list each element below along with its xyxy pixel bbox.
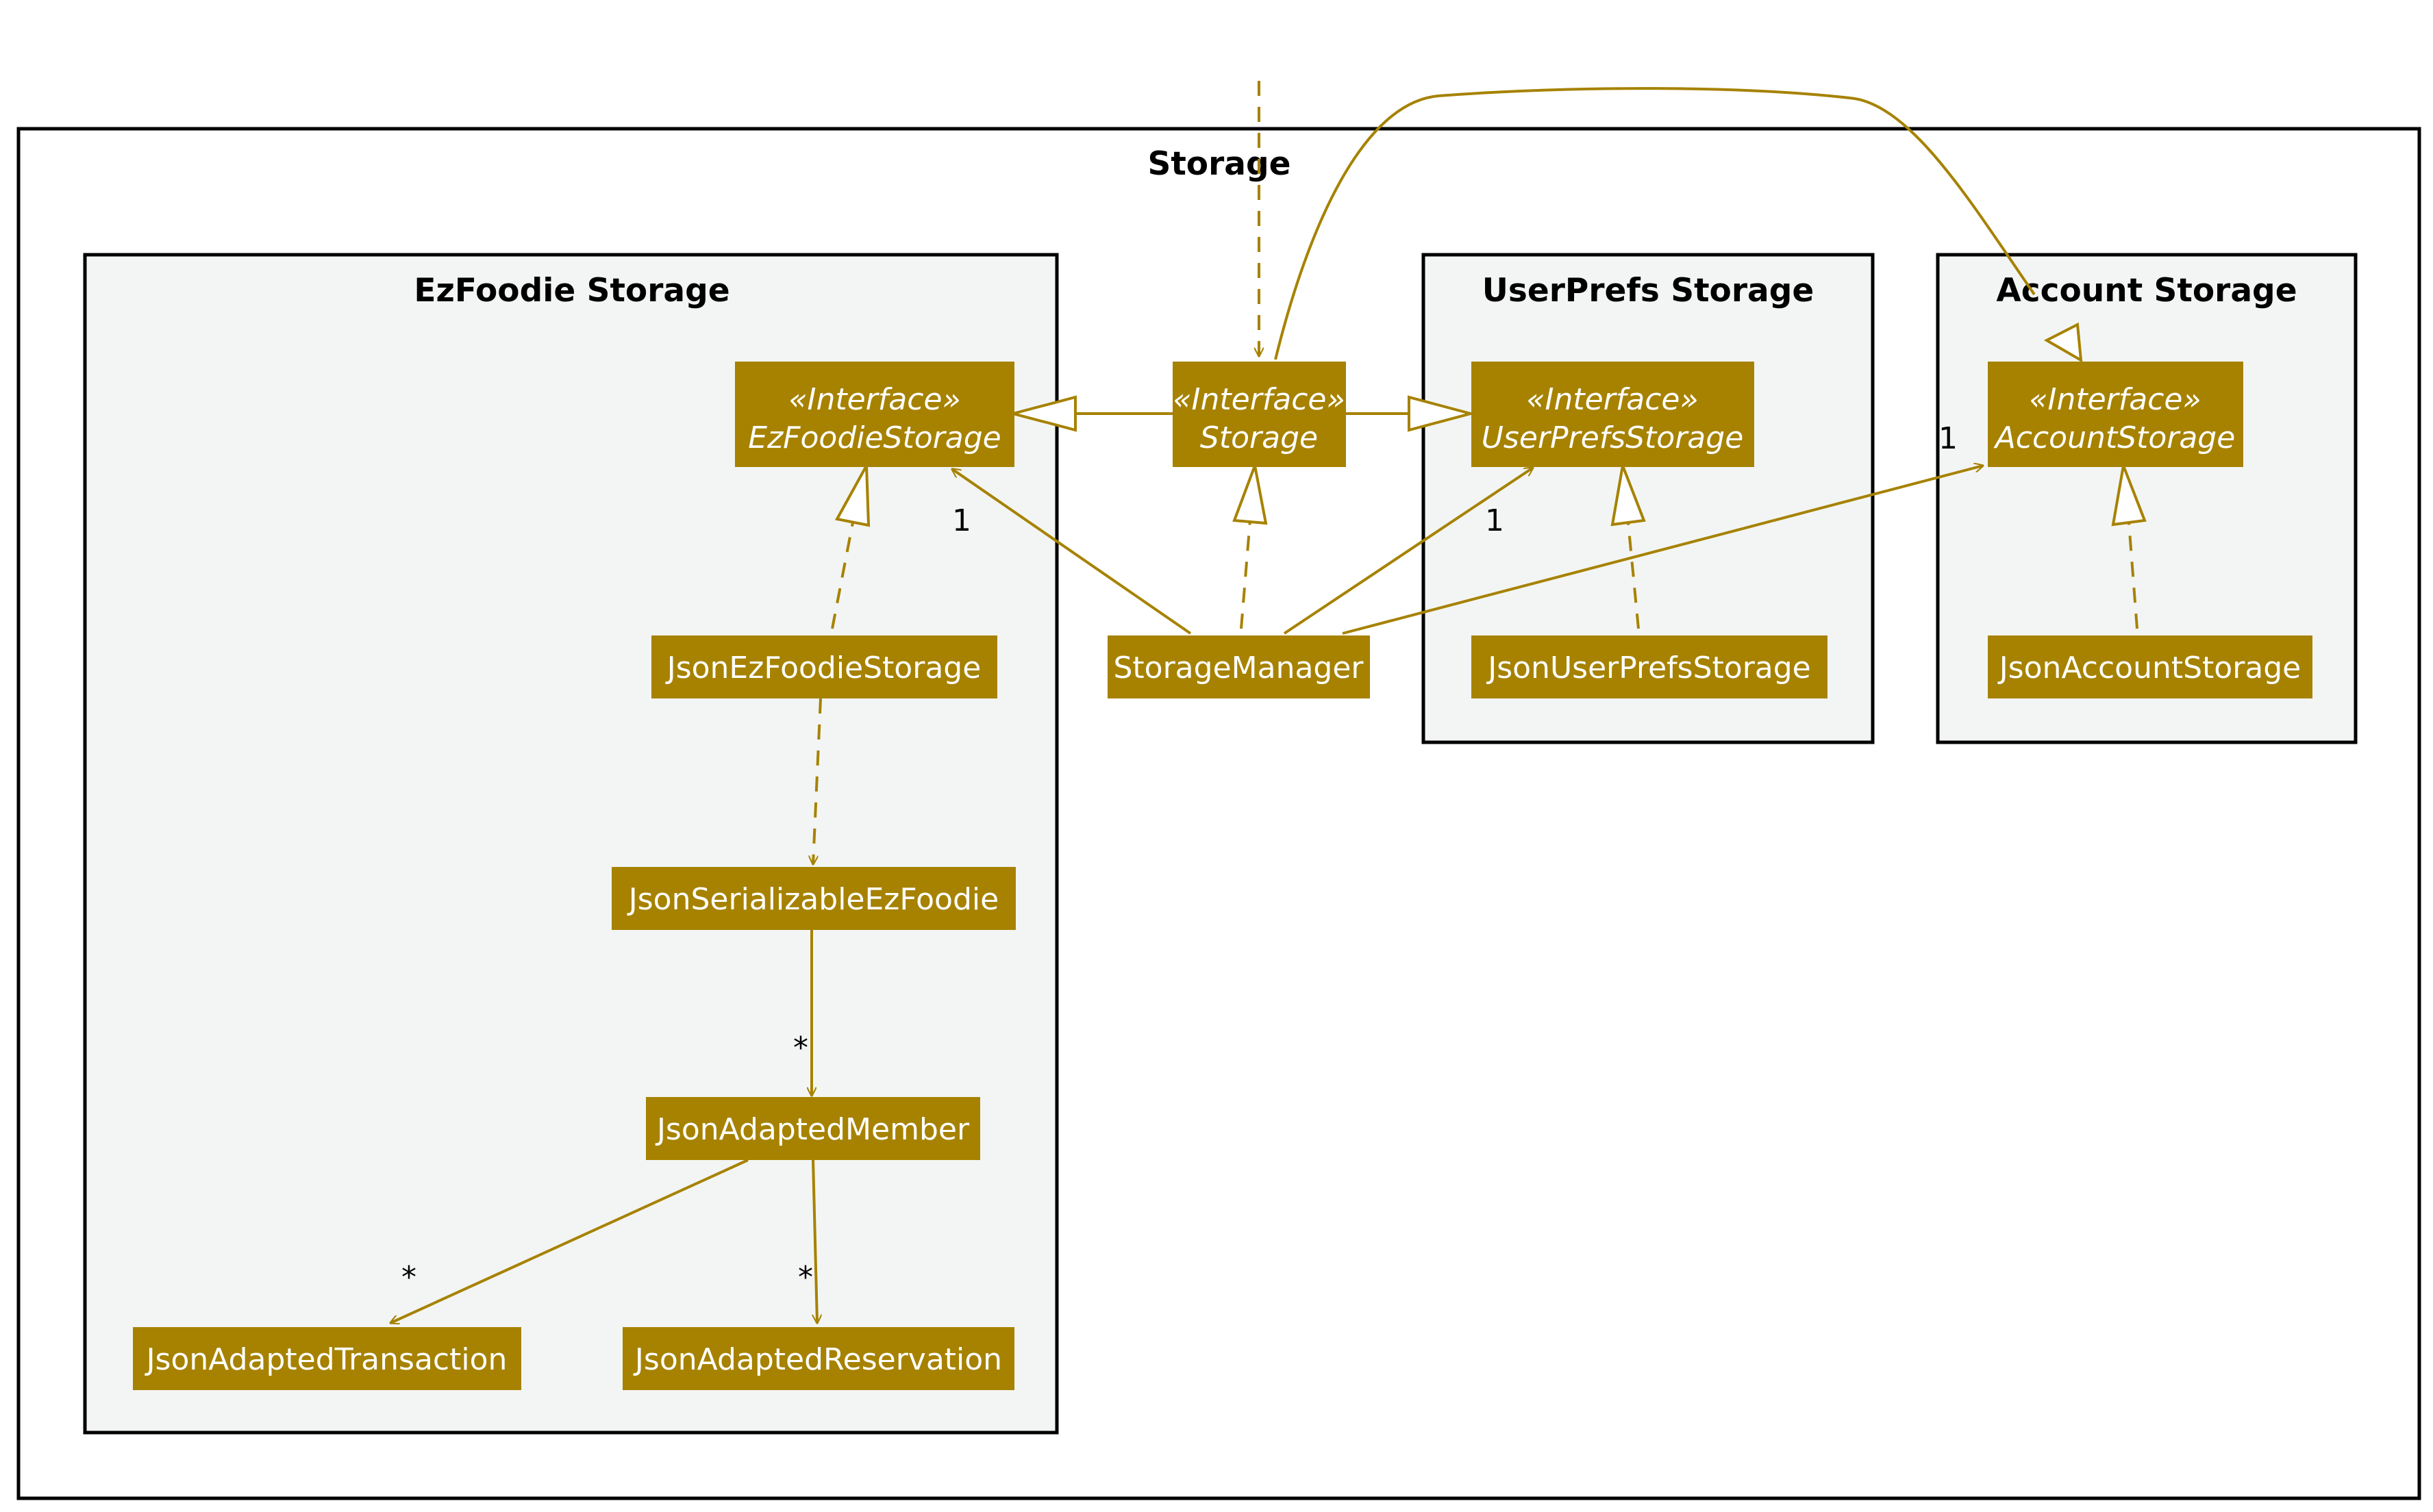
class-userprefsstorage[interactable]: «Interface» UserPrefsStorage xyxy=(1471,362,1754,467)
class-jsonezfoodiestorage[interactable]: JsonEzFoodieStorage xyxy=(651,635,997,698)
edge-storagemanager-to-userprefsstorage xyxy=(1283,468,1533,635)
class-name: JsonAdaptedReservation xyxy=(633,1342,1002,1377)
class-jsonuserprefsstorage[interactable]: JsonUserPrefsStorage xyxy=(1471,635,1827,698)
edge-jsonezfoodiestorage-to-jsonserializableezfoodie xyxy=(813,698,822,864)
edge-jsonuserprefsstorage-userprefsstorage-head xyxy=(1610,460,1646,527)
class-name: JsonUserPrefsStorage xyxy=(1486,651,1811,685)
edge-jsonadaptedmember-to-jsonadaptedtransaction xyxy=(390,1159,749,1323)
class-name: JsonSerializableEzFoodie xyxy=(627,882,999,917)
edge-storage-generalizes-accountstorage xyxy=(1274,87,2036,360)
class-jsonadaptedtransaction[interactable]: JsonAdaptedTransaction xyxy=(133,1327,521,1390)
multiplicity-userprefs-storage: 1 xyxy=(1485,503,1504,538)
stereotype-label: «Interface» xyxy=(1526,382,1698,417)
class-name: StorageManager xyxy=(1113,651,1364,685)
stereotype-label: «Interface» xyxy=(2029,382,2201,417)
multiplicity-account-storage: 1 xyxy=(1938,421,1958,456)
class-accountstorage[interactable]: «Interface» AccountStorage xyxy=(1988,362,2243,467)
class-name: UserPrefsStorage xyxy=(1482,420,1744,455)
class-name: EzFoodieStorage xyxy=(748,420,1001,455)
class-jsonaccountstorage[interactable]: JsonAccountStorage xyxy=(1988,635,2312,698)
class-name: Storage xyxy=(1200,420,1318,455)
package-ezfoodie-storage-title: EzFoodie Storage xyxy=(414,272,729,310)
class-storage[interactable]: «Interface» Storage xyxy=(1173,362,1346,467)
edge-jsonaccountstorage-accountstorage-head xyxy=(2111,460,2147,527)
class-jsonadaptedmember[interactable]: JsonAdaptedMember xyxy=(646,1097,980,1160)
edge-storagemanager-storage-head xyxy=(1232,460,1268,525)
multiplicity-member: * xyxy=(793,1031,808,1066)
stereotype-label: «Interface» xyxy=(1173,382,1345,417)
edges xyxy=(390,81,2147,1323)
stereotype-label: «Interface» xyxy=(788,382,960,417)
multiplicity-reservation: * xyxy=(798,1260,813,1295)
class-ezfoodiestorage[interactable]: «Interface» EzFoodieStorage xyxy=(735,362,1014,467)
package-userprefs-storage-title: UserPrefs Storage xyxy=(1482,272,1814,310)
edge-storage-ezfoodiestorage-head xyxy=(1008,395,1077,432)
class-jsonadaptedreservation[interactable]: JsonAdaptedReservation xyxy=(623,1327,1014,1390)
edge-jsonadaptedmember-to-jsonadaptedreservation xyxy=(812,1159,817,1323)
class-storagemanager[interactable]: StorageManager xyxy=(1108,635,1370,698)
multiplicity-transaction: * xyxy=(401,1260,416,1295)
edge-storage-userprefsstorage-head xyxy=(1408,395,1476,432)
package-account-storage-title: Account Storage xyxy=(1996,272,2297,310)
class-name: JsonEzFoodieStorage xyxy=(665,651,982,685)
edge-storage-accountstorage-head xyxy=(2043,322,2083,363)
edge-storagemanager-to-ezfoodiestorage xyxy=(952,469,1192,635)
edge-storagemanager-realizes-storage xyxy=(1240,520,1251,629)
class-name: JsonAccountStorage xyxy=(1997,651,2301,685)
multiplicity-ezfoodie-storage: 1 xyxy=(952,503,971,538)
edge-jsonuserprefsstorage-realizes-userprefsstorage xyxy=(1627,522,1640,629)
class-jsonserializableezfoodie[interactable]: JsonSerializableEzFoodie xyxy=(612,867,1016,930)
class-name: JsonAdaptedTransaction xyxy=(145,1342,508,1377)
edge-jsonezfoodiestorage-ezfoodiestorage-head xyxy=(834,460,871,527)
edge-storagemanager-to-accountstorage xyxy=(1342,466,1983,635)
edge-jsonaccountstorage-realizes-accountstorage xyxy=(2128,522,2138,629)
package-storage-title: Storage xyxy=(1147,145,1290,183)
edge-jsonezfoodiestorage-realizes-ezfoodiestorage xyxy=(831,522,854,629)
class-name: JsonAdaptedMember xyxy=(655,1112,970,1147)
class-name: AccountStorage xyxy=(1993,420,2236,455)
